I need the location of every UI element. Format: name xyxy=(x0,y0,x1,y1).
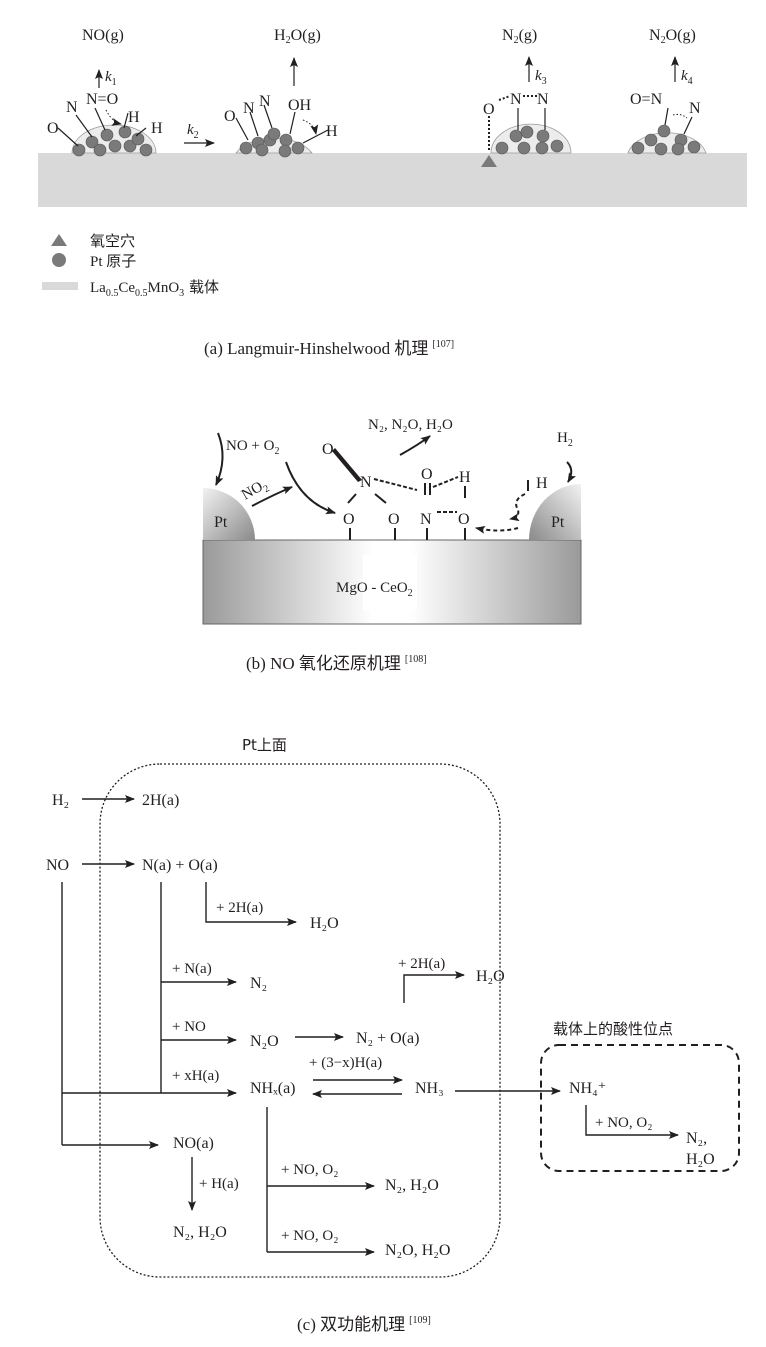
species-n2-h2o-2: N₂, H₂O xyxy=(385,1177,439,1194)
site-3: O N N k3 N2(g) xyxy=(481,27,572,167)
pt-surface-region xyxy=(99,763,501,1278)
condition-acid-no-o2: + NO, O₂ xyxy=(595,1115,652,1131)
oxygen-vacancy xyxy=(481,155,497,167)
panel-a: O N N=O H H k1 NO(g) k2 xyxy=(38,27,747,358)
species-nh3: NH₃ xyxy=(415,1080,444,1097)
reactant-h2: H2 xyxy=(557,430,573,449)
species-n2-oa: N₂ + O(a) xyxy=(356,1030,419,1047)
rate-constant-k2: k2 xyxy=(187,122,199,141)
adsorbate-atom: O xyxy=(322,441,334,458)
surface-atom: N xyxy=(420,511,432,528)
region-label-acid-sites: 载体上的酸性位点 xyxy=(553,1020,673,1038)
atom-label: O xyxy=(483,101,495,118)
atom-label: H xyxy=(128,109,140,126)
species-n2o-h2o: N₂O, H₂O xyxy=(385,1242,450,1259)
legend-label-pt: Pt 原子 xyxy=(90,253,136,270)
vacancy-legend-icon xyxy=(51,234,67,246)
legend: 氧空穴 Pt 原子 La0.5Ce0.5MnO3 载体 xyxy=(42,232,219,299)
support-label: MgO - CeO2 xyxy=(336,580,413,599)
support-legend-icon xyxy=(42,282,78,290)
acid-site-region xyxy=(540,1044,740,1172)
la-ce-mno3-support xyxy=(38,153,747,207)
pt-atoms xyxy=(495,125,564,155)
pt-atoms xyxy=(631,124,701,156)
species-n2o: N₂O xyxy=(250,1033,279,1050)
species-no: NO xyxy=(46,857,69,874)
pt-label-left: Pt xyxy=(214,514,228,531)
surface-atom: O xyxy=(388,511,400,528)
caption-c: (c) 双功能机理[109] xyxy=(297,1315,431,1334)
products-b: N₂, N₂O, H₂O xyxy=(368,417,453,433)
species-n2: N₂ xyxy=(250,975,267,992)
panel-c: Pt上面 载体上的酸性位点 H₂ 2H(a) NO xyxy=(46,736,740,1334)
species-h2: H₂ xyxy=(52,792,69,809)
atom-label: H xyxy=(151,120,163,137)
atom-label: O=N xyxy=(630,91,663,108)
condition-plus-no: + NO xyxy=(172,1019,206,1035)
pt-atom-legend-icon xyxy=(52,253,66,267)
species-h2o-2: H₂O xyxy=(476,968,505,985)
rate-constant-k3: k3 xyxy=(535,68,547,87)
pt-particle-left xyxy=(203,488,255,540)
surface-atom: O xyxy=(343,511,355,528)
species-no-a: NO(a) xyxy=(173,1135,214,1152)
product-h2o-gas: H2O(g) xyxy=(274,27,321,46)
atom-label: N xyxy=(537,91,549,108)
species-n2-h2o-1: N₂, H₂O xyxy=(173,1224,227,1241)
atom-label: N xyxy=(259,93,271,110)
legend-label-support: La0.5Ce0.5MnO3 载体 xyxy=(90,278,219,299)
site-4: O=N N k4 N2O(g) xyxy=(627,27,707,156)
species-h2o: H₂O xyxy=(310,915,339,932)
condition-plus-xh: + xH(a) xyxy=(172,1068,219,1084)
caption-b: (b) NO 氧化还原机理[108] xyxy=(246,654,427,673)
rate-constant-k1: k1 xyxy=(105,69,117,88)
legend-label-vacancy: 氧空穴 xyxy=(90,232,135,250)
pt-atoms xyxy=(72,125,153,157)
atom-label: N xyxy=(66,99,78,116)
species-n2-acid: N₂, xyxy=(686,1130,707,1147)
intermediate-no2: NO2 xyxy=(239,476,272,506)
species-2h-a: 2H(a) xyxy=(142,792,179,809)
species-nh4: NH₄⁺ xyxy=(569,1080,606,1097)
step-k2: k2 xyxy=(184,122,215,147)
condition-plus-3xh: + (3−x)H(a) xyxy=(309,1055,382,1071)
species-na-oa: N(a) + O(a) xyxy=(142,857,218,874)
condition-plus-2h: + 2H(a) xyxy=(216,900,263,916)
atom-label: O xyxy=(47,120,59,137)
product-n2o-gas: N2O(g) xyxy=(649,27,696,46)
atom-label: N=O xyxy=(86,91,118,108)
site-2: O N N OH H H2O(g) xyxy=(224,27,338,158)
condition-no-o2-2: + NO, O₂ xyxy=(281,1228,338,1244)
atom-label: N xyxy=(243,100,255,117)
atom-label: O xyxy=(224,108,236,125)
atom-label: OH xyxy=(288,97,312,114)
panel-b: MgO - CeO2 Pt Pt NO + O2 NO2 H2 N₂, N₂O,… xyxy=(202,417,582,673)
pt-atoms xyxy=(239,127,305,158)
condition-plus-na: + N(a) xyxy=(172,961,212,977)
pt-particle-right xyxy=(529,484,581,540)
atom-label: N xyxy=(689,100,701,117)
surface-atom: O xyxy=(458,511,470,528)
region-label-pt: Pt上面 xyxy=(242,736,287,754)
adsorbate-atom: N xyxy=(360,474,372,491)
product-no-gas: NO(g) xyxy=(82,27,124,44)
pt-label-right: Pt xyxy=(551,514,565,531)
species-nhx: NHₓ(a) xyxy=(250,1080,296,1097)
condition-no-o2-1: + NO, O₂ xyxy=(281,1162,338,1178)
adsorbate-atom: H xyxy=(536,475,548,492)
atom-label: H xyxy=(326,123,338,140)
caption-a: (a) Langmuir-Hinshelwood 机理[107] xyxy=(204,339,454,358)
condition-plus-ha: + H(a) xyxy=(199,1176,239,1192)
rate-constant-k4: k4 xyxy=(681,68,693,87)
site-1: O N N=O H H k1 NO(g) xyxy=(47,27,163,157)
adsorbate-atom: O xyxy=(421,466,433,483)
product-n2-gas: N2(g) xyxy=(502,27,537,46)
reactant-no-o2: NO + O2 xyxy=(226,438,279,457)
condition-plus-2h-2: + 2H(a) xyxy=(398,956,445,972)
species-h2o-acid: H₂O xyxy=(686,1151,715,1168)
adsorbate-atom: H xyxy=(459,469,471,486)
atom-label: N xyxy=(510,91,522,108)
